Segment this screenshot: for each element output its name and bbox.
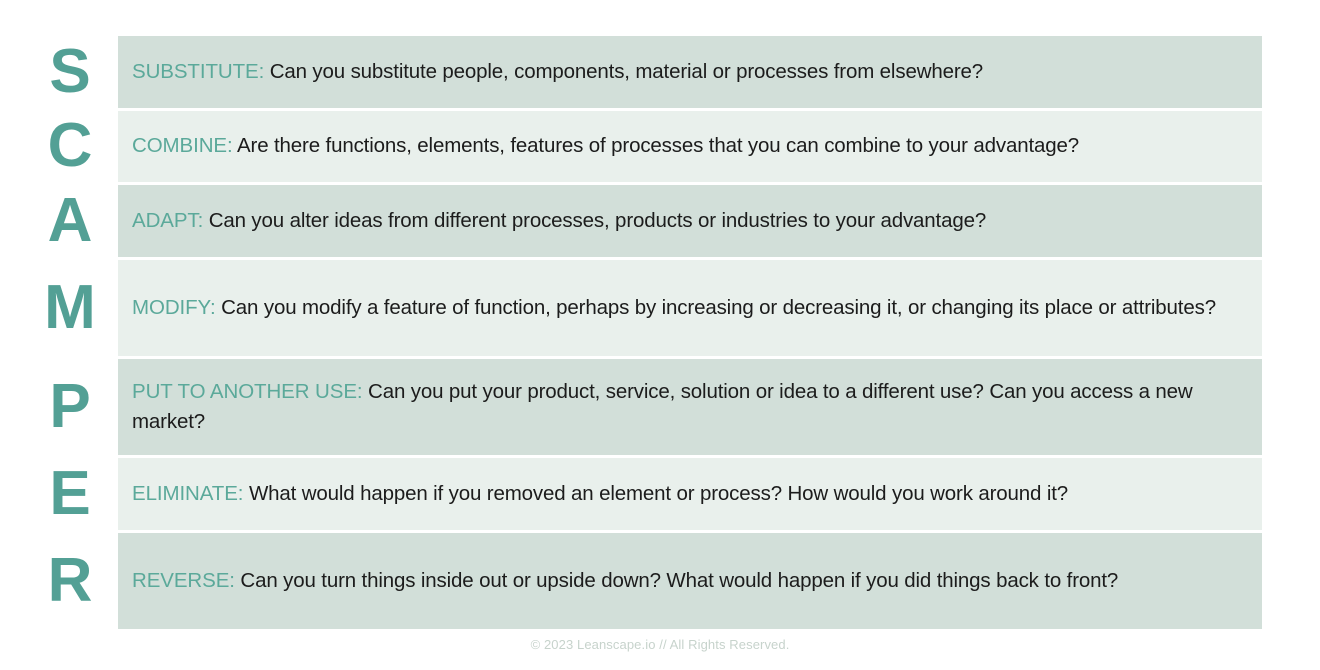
row-text: ELIMINATE: What would happen if you remo… [132, 479, 1068, 509]
scamper-rows-table: SUBSTITUTE: Can you substitute people, c… [118, 36, 1262, 629]
scamper-row: PUT TO ANOTHER USE: Can you put your pro… [118, 358, 1262, 456]
row-text: SUBSTITUTE: Can you substitute people, c… [132, 57, 983, 87]
row-description: Can you substitute people, components, m… [269, 59, 984, 83]
acronym-letter-a: A [47, 185, 93, 255]
row-description: Can you alter ideas from different proce… [208, 208, 987, 232]
row-description: Are there functions, elements, features … [237, 134, 1080, 158]
row-label: ELIMINATE: [132, 481, 244, 505]
acronym-letter-s: S [49, 36, 91, 106]
row-label: COMBINE: [132, 134, 233, 158]
scamper-row: REVERSE: Can you turn things inside out … [118, 532, 1262, 629]
acronym-letter-r: R [47, 545, 93, 615]
row-label: PUT TO ANOTHER USE: [132, 380, 363, 404]
acronym-letter-p: P [49, 372, 91, 442]
row-text: COMBINE: Are there functions, elements, … [132, 131, 1079, 161]
scamper-row: COMBINE: Are there functions, elements, … [118, 110, 1262, 183]
row-text: REVERSE: Can you turn things inside out … [132, 566, 1118, 596]
acronym-letter-e: E [49, 458, 91, 528]
scamper-row: ELIMINATE: What would happen if you remo… [118, 458, 1262, 530]
row-label: REVERSE: [132, 568, 235, 592]
acronym-letter-c: C [47, 111, 93, 181]
row-description: Can you modify a feature of function, pe… [221, 295, 1216, 319]
row-text: PUT TO ANOTHER USE: Can you put your pro… [132, 377, 1248, 437]
scamper-row: SUBSTITUTE: Can you substitute people, c… [118, 36, 1262, 108]
row-description: Can you turn things inside out or upside… [240, 568, 1119, 592]
row-label: ADAPT: [132, 208, 204, 232]
scamper-row: ADAPT: Can you alter ideas from differen… [118, 185, 1262, 257]
row-description: What would happen if you removed an elem… [248, 481, 1069, 505]
row-description: Can you put your product, service, solut… [132, 380, 1193, 434]
row-text: ADAPT: Can you alter ideas from differen… [132, 206, 986, 236]
row-text: MODIFY: Can you modify a feature of func… [132, 293, 1216, 323]
copyright-footer: © 2023 Leanscape.io // All Rights Reserv… [530, 637, 790, 652]
acronym-letter-m: M [44, 272, 96, 342]
row-label: SUBSTITUTE: [132, 59, 265, 83]
row-label: MODIFY: [132, 295, 216, 319]
scamper-row: MODIFY: Can you modify a feature of func… [118, 259, 1262, 356]
